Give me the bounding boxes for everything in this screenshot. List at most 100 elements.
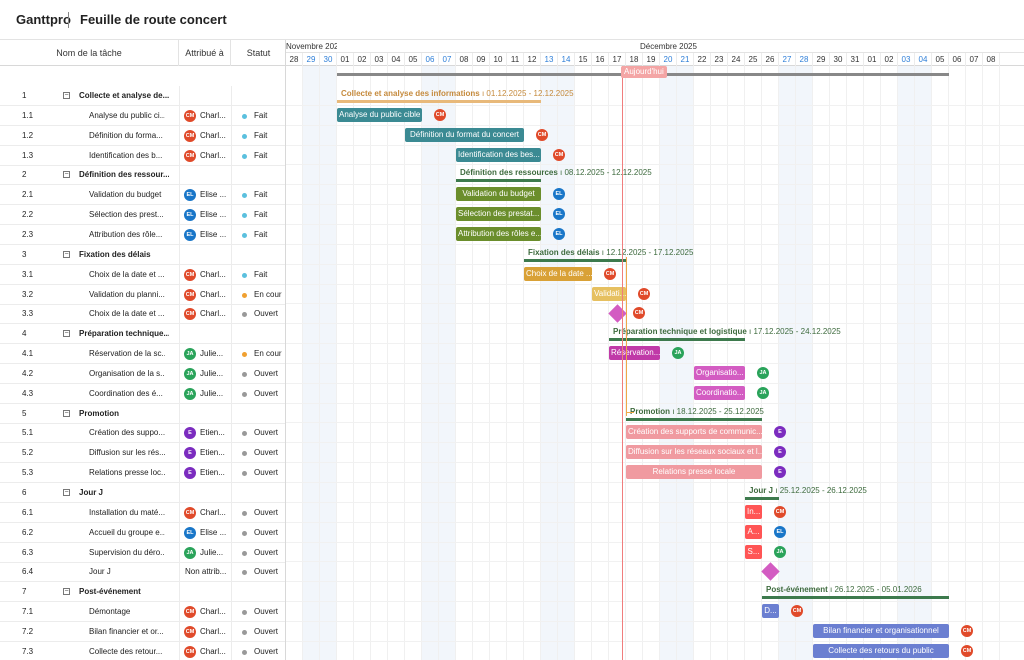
task-name[interactable]: Validation du planni...	[89, 289, 165, 299]
project-title[interactable]: Feuille de route concert	[80, 12, 227, 27]
task-name[interactable]: Sélection des prest...	[89, 210, 164, 220]
assignee-cell[interactable]	[179, 483, 231, 503]
collapse-toggle-icon[interactable]: −	[63, 409, 70, 417]
status-cell[interactable]: En cour	[231, 344, 285, 365]
task-name[interactable]: Accueil du groupe e...	[89, 527, 165, 537]
task-name[interactable]: Jour J	[79, 488, 104, 497]
task-bar[interactable]: Attribution des rôles e...	[456, 226, 541, 241]
task-name[interactable]: Jour J	[89, 567, 111, 577]
task-bar[interactable]: Création des supports de communic...	[626, 425, 762, 440]
task-bar[interactable]: Identification des bes...	[456, 147, 541, 162]
group-bar[interactable]	[745, 497, 779, 500]
status-cell[interactable]: Ouvert	[231, 304, 285, 325]
status-cell[interactable]	[231, 483, 285, 503]
table-row[interactable]: 3−Fixation des délais	[0, 244, 285, 265]
task-bar[interactable]: In...	[745, 504, 762, 519]
task-name[interactable]: Diffusion sur les rés...	[89, 448, 165, 458]
table-row[interactable]: 4−Préparation technique...	[0, 324, 285, 345]
status-cell[interactable]: Ouvert	[231, 502, 285, 523]
status-cell[interactable]: Fait	[231, 264, 285, 285]
task-name[interactable]: Identification des b...	[89, 150, 163, 160]
task-name[interactable]: Préparation technique...	[79, 329, 169, 339]
group-bar[interactable]	[456, 179, 541, 183]
status-cell[interactable]: Ouvert	[231, 463, 285, 484]
status-cell[interactable]: Ouvert	[231, 641, 285, 660]
status-cell[interactable]: Ouvert	[231, 383, 285, 404]
task-name[interactable]: Validation du budget	[89, 190, 162, 200]
task-bar[interactable]: Coordinatio...	[694, 385, 745, 400]
table-row[interactable]: 6−Jour J	[0, 483, 285, 503]
group-bar[interactable]	[762, 596, 949, 600]
task-bar[interactable]: Diffusion sur les réseaux sociaux et l..…	[626, 445, 762, 460]
table-row[interactable]: 7−Post-événement	[0, 582, 285, 603]
task-name[interactable]: Coordination des é...	[89, 388, 163, 398]
task-name[interactable]: Création des suppo...	[89, 428, 165, 438]
group-bar[interactable]	[609, 338, 745, 342]
task-name[interactable]: Choix de la date et ...	[89, 269, 165, 279]
status-cell[interactable]: Ouvert	[231, 522, 285, 543]
status-cell[interactable]: En cour	[231, 284, 285, 305]
task-bar[interactable]: Sélection des prestat...	[456, 207, 541, 222]
column-header-name[interactable]: Nom de la tâche	[0, 40, 179, 66]
table-row[interactable]: 5−Promotion	[0, 403, 285, 424]
assignee-cell[interactable]	[179, 403, 231, 424]
task-name[interactable]: Fixation des délais	[79, 249, 151, 259]
status-cell[interactable]	[231, 403, 285, 424]
task-bar[interactable]: Organisatio...	[694, 365, 745, 380]
group-bar[interactable]	[337, 100, 541, 103]
task-name[interactable]: Définition du forma...	[89, 130, 163, 140]
task-name[interactable]: Organisation de la s...	[89, 368, 165, 378]
milestone-diamond[interactable]	[761, 562, 780, 582]
status-cell[interactable]: Fait	[231, 145, 285, 166]
task-name[interactable]: Installation du maté...	[89, 507, 165, 517]
group-bar[interactable]	[626, 417, 762, 421]
task-name[interactable]: Bilan financier et or...	[89, 626, 164, 636]
column-header-assigned[interactable]: Attribué à	[179, 40, 231, 66]
status-cell[interactable]: Ouvert	[231, 423, 285, 444]
task-bar[interactable]: Validation du budget	[456, 187, 541, 202]
status-cell[interactable]	[231, 165, 285, 186]
collapse-toggle-icon[interactable]: −	[63, 489, 70, 496]
status-cell[interactable]	[231, 582, 285, 603]
task-name[interactable]: Réservation de la sc...	[89, 349, 165, 359]
task-name[interactable]: Attribution des rôle...	[89, 229, 163, 239]
status-cell[interactable]: Ouvert	[231, 443, 285, 464]
status-cell[interactable]: Ouvert	[231, 562, 285, 583]
task-name[interactable]: Supervision du déro...	[89, 547, 165, 557]
task-name[interactable]: Relations presse loc...	[89, 468, 165, 478]
status-cell[interactable]: Ouvert	[231, 542, 285, 563]
status-cell[interactable]: Fait	[231, 125, 285, 146]
task-name[interactable]: Collecte des retour...	[89, 646, 163, 656]
status-cell[interactable]: Ouvert	[231, 602, 285, 623]
collapse-toggle-icon[interactable]: −	[63, 92, 70, 99]
task-bar[interactable]: A...	[745, 524, 762, 539]
milestone-diamond[interactable]	[608, 304, 627, 324]
